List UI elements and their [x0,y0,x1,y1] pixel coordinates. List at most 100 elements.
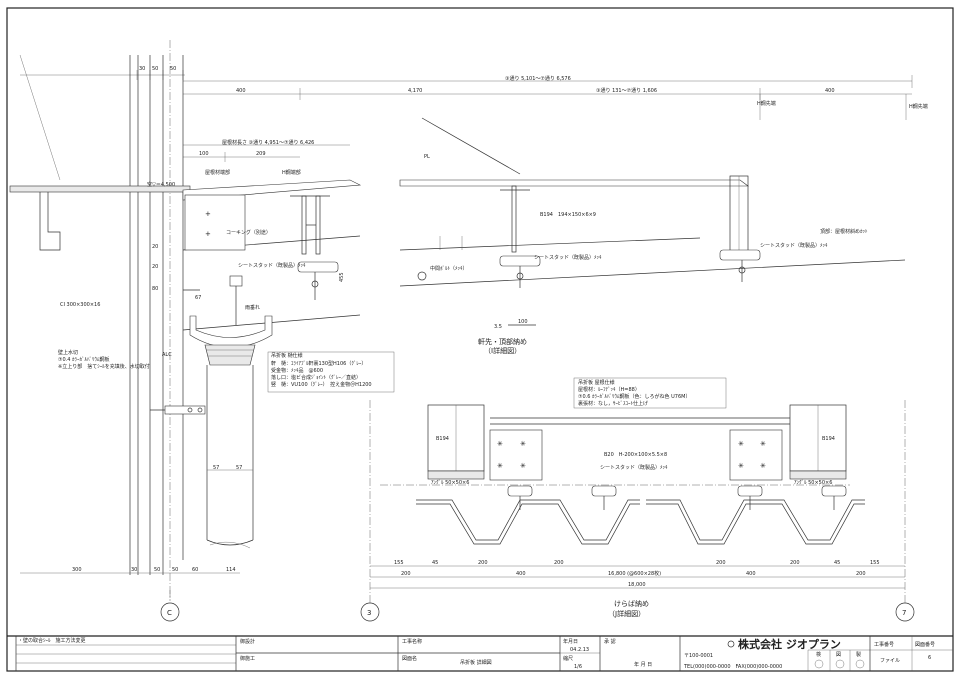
dim-span-mid: ③通り 131～⑦通り 1,606 [596,87,657,94]
label-sheet-stud-2: シートスタッド（既製品）ﾒｯｷ [534,254,602,261]
label-sealing: コーキング（別途） [226,229,271,236]
label-b194-right: B194 [822,436,835,442]
label-water-drain: 雨垂れ [245,304,260,311]
roof-spec-3: 裏張材：なし，ｻｰﾋﾞｽｺｰﾄ仕上げ [578,400,648,407]
gutter-spec-3: 落し口：塩ビ合成ｼﾞｮｲﾝﾄ（ｸﾞﾚｰ／直結） [271,374,361,381]
title-block: ・壁の取合ｼｰﾙ 施工方法変更 御設計 御施工 工事名称 図面名 吊折板 詳細図… [7,635,953,671]
roof-spec-1: 屋根材：ﾙｰﾌﾃﾞｯｷ（H=88） [578,386,640,393]
gutter-spec-1: 軒 樋：ｴﾗｲｱﾌﾞﾙ軒裏130型H106（ｸﾞﾚｰ） [271,360,366,367]
dim-bottom-114: 114 [226,567,236,573]
grid-label-3: 3 [367,609,371,617]
dim-50a: 50 [152,66,158,72]
dim-j-200d: 200 [790,560,800,566]
label-top-cut: 頂部：屋根材斜めｶｯﾄ [820,228,868,235]
label-angle-right: ｱﾝｸﾞﾙ 50×50×6 [794,479,832,486]
tb-design: 御設計 [240,638,255,645]
tb-drawing-name: 吊折板 詳細図 [460,659,492,666]
dim-j-16800: 16,800 (@600×28枚) [608,570,661,577]
eave-detail: + + コーキング（別途） シートスタッド（既製品）ﾒｯｷ 455 67 雨垂れ… [182,179,395,549]
grid-bubble-7 [895,602,915,622]
svg-text:✳: ✳ [497,462,503,470]
dim-j-155b: 155 [870,560,880,566]
dim-80: 80 [152,286,158,292]
roof-spec-2: ⑦0.6 ｶﾗｰｶﾞﾙﾊﾞﾘｳﾑ鋼板（色：しろがね色 U76M） [578,393,690,400]
dim-20a: 20 [152,244,158,250]
tb-company: 株式会社 ジオプラン [738,637,841,651]
dim-j-200c: 200 [716,560,726,566]
bottom-dimensions: 300 30 50 50 60 114 155 45 200 200 200 2… [20,560,905,589]
gutter-spec-4: 竪 樋：VU100（ｸﾞﾚｰ） 控え金物＠H1200 [271,381,372,388]
tb-check-3: 製 [856,651,861,658]
label-wall-spec: ⑦0.4 ｶﾗｰｶﾞﾙﾊﾞﾘｳﾑ鋼板 [58,356,110,363]
label-wall-head: 壁上水切 [58,349,78,356]
label-roof-edge: 屋根材端部 [205,169,230,176]
eave-detail-subtitle: （I詳細図） [484,346,521,355]
dim-4170: 4,170 [408,88,422,94]
grid-label-c: C [167,609,172,617]
dim-400-left: 400 [236,88,246,94]
check-stamp-1 [814,659,824,669]
check-stamp-3 [855,659,865,669]
ridge-detail: PL B194 194×150×6×9 シートスタッド（既製品）ﾒｯｷ シートス… [399,117,906,355]
tb-approval-date: 年 月 日 [634,661,652,668]
dim-209: 209 [256,151,266,157]
dim-455: 455 [339,272,345,282]
label-h-beam-end-right: H鋼先端 [909,103,928,110]
label-mid-bolt: 中間ﾎﾞﾙﾄ（ﾒｯｷ） [430,265,468,272]
label-b194-main: B194 194×150×6×9 [540,212,596,218]
dim-bottom-300: 300 [72,567,82,573]
tb-project-name-label: 工事名称 [402,638,422,645]
gutter-spec-title: 吊折板 樋仕様 [271,352,303,359]
tb-construction-no-label: 工事番号 [874,641,894,648]
grid-label-7: 7 [902,609,906,617]
verge-detail-title: けらば納め [614,599,649,608]
check-stamp-2 [835,659,845,669]
scale-100: 100 [518,319,528,325]
label-sheet-stud-4: シートスタッド（既製品）ﾒｯｷ [600,464,668,471]
verge-detail: 吊折板 屋根仕様 屋根材：ﾙｰﾌﾃﾞｯｷ（H=88） ⑦0.6 ｶﾗｰｶﾞﾙﾊﾞ… [380,377,865,545]
svg-text:✳: ✳ [760,440,766,448]
dim-100: 100 [199,151,209,157]
tb-approval: 承 認 [604,638,616,645]
company-logo-icon [727,640,735,648]
svg-text:+: + [205,230,211,238]
tb-check-1: 検 [816,651,821,658]
wall-detail: 空▽＝4,500 CI 300×300×16 ALC 壁上水切 ⑦0.4 ｶﾗｰ… [9,40,206,600]
sheet-border [6,7,954,672]
grid-bubble-3 [360,602,380,622]
label-angle-left: ｱﾝｸﾞﾙ 50×50×6 [431,479,469,486]
dim-57a: 57 [213,465,219,471]
dim-bottom-50: 50 [154,567,160,573]
top-dimensions: 30 50 50 ③通り 5,101～⑦通り 6,576 ③通り 131～⑦通り… [20,66,928,176]
dim-57b: 57 [236,465,242,471]
dim-30: 30 [139,66,145,72]
svg-text:✳: ✳ [760,462,766,470]
svg-text:✳: ✳ [520,462,526,470]
tb-file-label: ファイル [880,658,900,664]
label-h-beam-end-left: H鋼先端 [757,100,776,107]
dim-400-right: 400 [825,88,835,94]
svg-text:✳: ✳ [738,462,744,470]
tb-drawing-no-label: 図面番号 [915,641,935,648]
svg-text:✳: ✳ [497,440,503,448]
tb-check-2: 図 [836,652,841,658]
svg-text:✳: ✳ [520,440,526,448]
label-sky-level: 空▽＝4,500 [147,181,175,188]
label-sheet-stud-1: シートスタッド（既製品）ﾒｯｷ [238,262,306,269]
dim-j-200-right: 200 [856,571,866,577]
label-h-beam-edge: H鋼端部 [282,169,301,176]
svg-text:✳: ✳ [738,440,744,448]
roof-spec-title: 吊折板 屋根仕様 [578,379,615,386]
dim-j-400a: 400 [516,571,526,577]
tb-company-addr: 〒100-0001 [684,653,713,659]
label-alc: ALC [162,352,172,358]
tb-date: 04.2.13 [570,647,589,653]
grid-bubble-c [160,602,180,622]
label-wall-note: ※立上り部 捨てｼｰﾙを充填後、水切取付 [58,363,150,370]
label-b20: B20 H-200×100×5.5×8 [604,452,667,458]
tb-scale-label: 縮尺 [563,655,573,662]
revision-note-1: ・壁の取合ｼｰﾙ 施工方法変更 [18,637,86,644]
dim-j-45b: 45 [834,560,840,566]
dim-50b: 50 [170,66,176,72]
dim-j-200-left: 200 [401,571,411,577]
